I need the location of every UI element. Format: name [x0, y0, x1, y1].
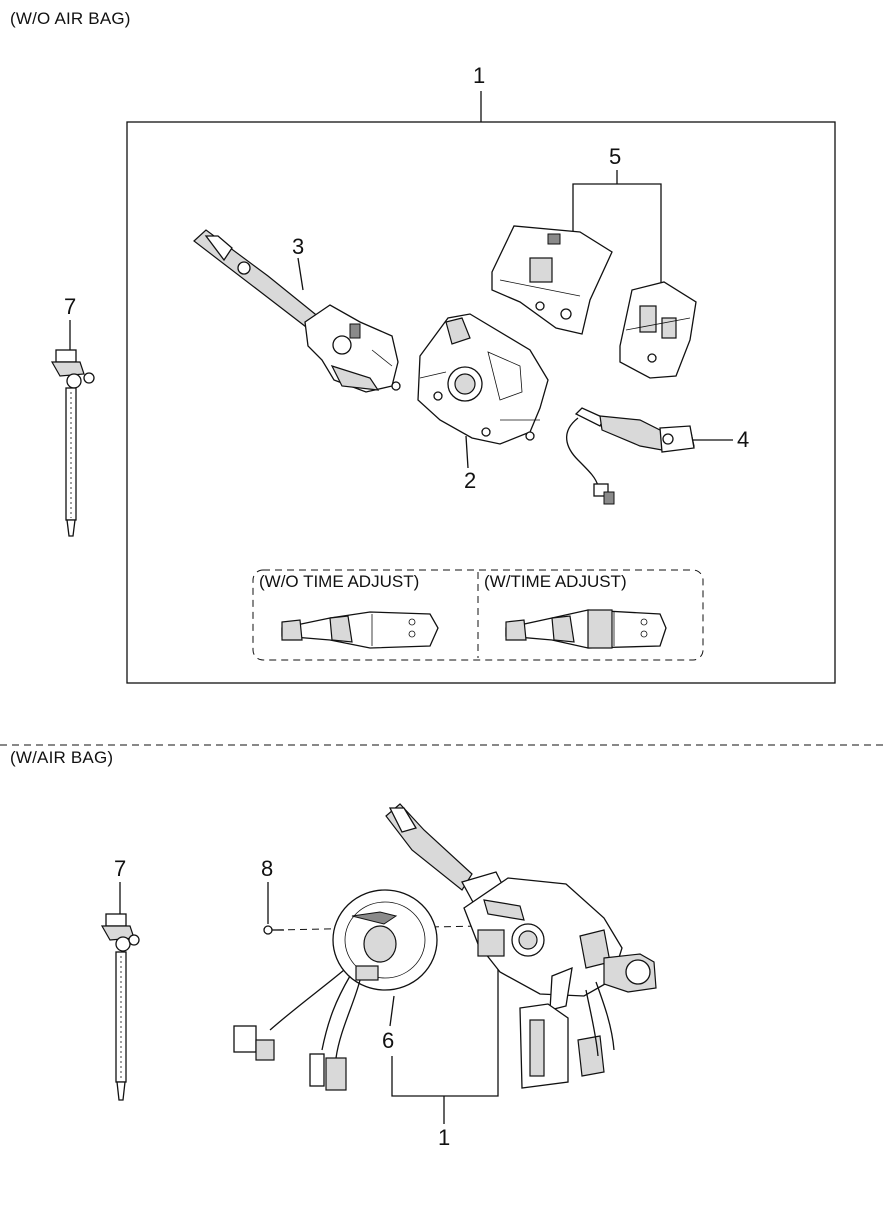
- wiper-lever-without-time-adjust-drawing: [281, 611, 439, 649]
- multifunction-switch-assembly-drawing: [385, 803, 657, 1089]
- switch-body-drawing: [417, 313, 549, 445]
- callout-body: 2: [464, 468, 477, 493]
- callout-tie-strap-bottom: 7: [114, 856, 127, 881]
- callout-clock-spring: 6: [382, 1028, 395, 1053]
- tie-strap-top-drawing: [50, 349, 95, 537]
- label-with-time-adjust: (W/TIME ADJUST): [484, 572, 627, 591]
- label-without-time-adjust: (W/O TIME ADJUST): [259, 572, 420, 591]
- leader-body: [465, 435, 469, 469]
- callout-wiper-switch: 4: [737, 427, 750, 452]
- leader-lighting-switch: [297, 257, 304, 291]
- callout-switch-brackets: 5: [609, 144, 622, 169]
- lighting-switch-drawing: [193, 229, 401, 393]
- callout-screw: 8: [261, 856, 274, 881]
- callout-assembly-bottom: 1: [438, 1125, 451, 1150]
- tie-strap-bottom-drawing: [100, 913, 140, 1101]
- section-title-with-airbag: (W/AIR BAG): [10, 748, 114, 767]
- switch-bracket-left-drawing: [491, 225, 613, 335]
- section-title-without-airbag: (W/O AIR BAG): [10, 9, 131, 28]
- clock-spring-drawing: [233, 889, 438, 1091]
- wiper-lever-with-time-adjust-drawing: [505, 609, 667, 649]
- callout-tie-strap-top: 7: [64, 294, 77, 319]
- screw-drawing: [263, 925, 284, 935]
- option-box: [252, 569, 704, 661]
- wiper-switch-drawing: [566, 407, 695, 505]
- switch-bracket-right-drawing: [619, 281, 697, 379]
- callout-lighting-switch: 3: [292, 234, 305, 259]
- callout-assembly-top: 1: [473, 63, 486, 88]
- leader-clock-spring: [389, 995, 395, 1027]
- leader-assembly-bottom: [391, 946, 499, 1097]
